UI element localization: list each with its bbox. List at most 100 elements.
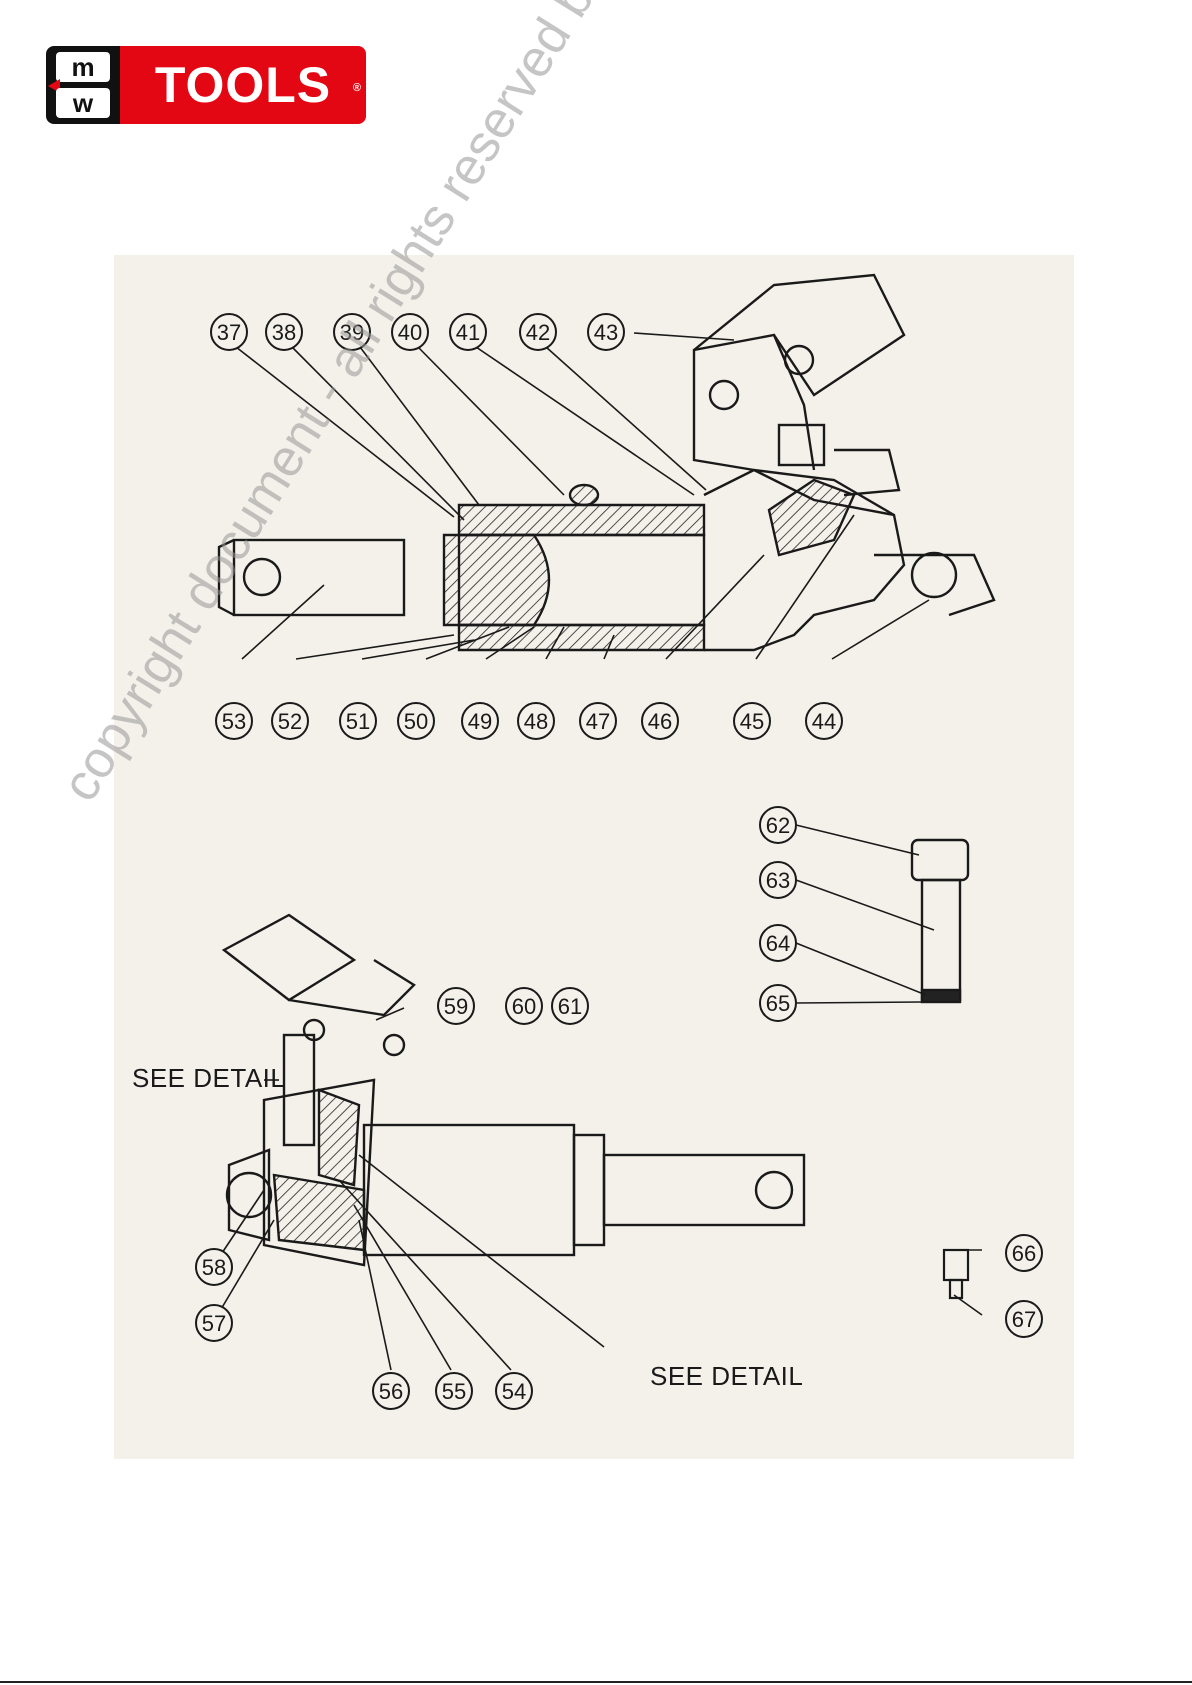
svg-text:45: 45: [740, 709, 764, 734]
callout-64: 64: [760, 925, 796, 961]
callout-43: 43: [588, 314, 624, 350]
valve-cap: [944, 1250, 968, 1280]
see-detail-right: SEE DETAIL: [650, 1361, 803, 1391]
callout-40: 40: [392, 314, 428, 350]
pin-head: [912, 840, 968, 880]
svg-text:55: 55: [442, 1379, 466, 1404]
lower-ram-eye: [756, 1172, 792, 1208]
svg-text:60: 60: [512, 994, 536, 1019]
svg-text:42: 42: [526, 320, 550, 345]
socket-pin-hole-2: [785, 346, 813, 374]
pump-plunger: [284, 1035, 314, 1145]
svg-text:61: 61: [558, 994, 582, 1019]
svg-text:64: 64: [766, 931, 790, 956]
parts-diagram-svg: 37 38 39 40 41 42 43 53 52 51 50 49 48 4…: [114, 255, 1074, 1459]
lower-cylinder-assembly: [224, 915, 804, 1265]
valve-section: [319, 1090, 359, 1185]
pin-callouts: 62 63 64 65: [760, 807, 796, 1021]
svg-text:47: 47: [586, 709, 610, 734]
logo-m: m: [56, 52, 110, 82]
pin-clip: [922, 990, 960, 1002]
valve-block: [769, 480, 854, 555]
svg-text:44: 44: [812, 709, 836, 734]
callout-67: 67: [1006, 1301, 1042, 1337]
callout-62: 62: [760, 807, 796, 843]
callout-51: 51: [340, 703, 376, 739]
logo-word-text: TOOLS: [155, 57, 331, 113]
socket-pin-hole-1: [710, 381, 738, 409]
see-detail-left: SEE DETAIL: [132, 1063, 285, 1093]
svg-text:38: 38: [272, 320, 296, 345]
callout-60: 60: [506, 988, 542, 1024]
svg-text:56: 56: [379, 1379, 403, 1404]
svg-text:66: 66: [1012, 1241, 1036, 1266]
link-pin-2: [384, 1035, 404, 1055]
svg-text:50: 50: [404, 709, 428, 734]
svg-text:59: 59: [444, 994, 468, 1019]
callout-52: 52: [272, 703, 308, 739]
svg-text:43: 43: [594, 320, 618, 345]
svg-text:67: 67: [1012, 1307, 1036, 1332]
valve-stem: [950, 1280, 962, 1298]
svg-text:51: 51: [346, 709, 370, 734]
lower-cylinder: [364, 1125, 574, 1255]
cylinder-top-wall: [459, 505, 704, 535]
callout-54: 54: [496, 1373, 532, 1409]
logo-w: w: [56, 88, 110, 118]
svg-text:39: 39: [340, 320, 364, 345]
pump-body-section: [274, 1175, 364, 1250]
brand-logo: m w TOOLS ®: [46, 46, 366, 124]
page-bottom-rule: [0, 1681, 1192, 1683]
callout-37: 37: [211, 314, 247, 350]
callout-47: 47: [580, 703, 616, 739]
pivot-lug: [874, 555, 994, 615]
callout-44: 44: [806, 703, 842, 739]
svg-text:46: 46: [648, 709, 672, 734]
cylinder-collar: [574, 1135, 604, 1245]
callout-42: 42: [520, 314, 556, 350]
svg-text:41: 41: [456, 320, 480, 345]
release-screw: [834, 450, 899, 495]
pivot-pin-part: [912, 840, 968, 1002]
svg-text:48: 48: [524, 709, 548, 734]
callout-38: 38: [266, 314, 302, 350]
callout-59: 59: [438, 988, 474, 1024]
callout-39: 39: [334, 314, 370, 350]
rod-eye-hole: [244, 559, 280, 595]
rod-eye: [219, 540, 234, 615]
svg-text:58: 58: [202, 1255, 226, 1280]
svg-text:63: 63: [766, 868, 790, 893]
svg-text:40: 40: [398, 320, 422, 345]
pin-shank: [922, 880, 960, 1000]
svg-text:54: 54: [502, 1379, 526, 1404]
handle-socket: [694, 275, 904, 395]
callout-58: 58: [196, 1249, 232, 1285]
callout-56: 56: [373, 1373, 409, 1409]
svg-text:52: 52: [278, 709, 302, 734]
callout-61: 61: [552, 988, 588, 1024]
svg-text:65: 65: [766, 991, 790, 1016]
cylinder-bottom-wall: [459, 625, 704, 650]
logo-registered: ®: [353, 49, 362, 127]
callout-55: 55: [436, 1373, 472, 1409]
callout-49: 49: [462, 703, 498, 739]
exploded-parts-drawing: 37 38 39 40 41 42 43 53 52 51 50 49 48 4…: [114, 255, 1074, 1459]
socket-block: [779, 425, 824, 465]
callout-53: 53: [216, 703, 252, 739]
callout-63: 63: [760, 862, 796, 898]
release-valve-part: [944, 1250, 968, 1298]
handle-socket-lower: [224, 915, 354, 1000]
svg-text:37: 37: [217, 320, 241, 345]
pin-leader-lines: [796, 825, 934, 1003]
svg-text:62: 62: [766, 813, 790, 838]
piston: [444, 535, 549, 625]
logo-mark: m w: [46, 46, 120, 124]
svg-text:57: 57: [202, 1311, 226, 1336]
callout-66: 66: [1006, 1235, 1042, 1271]
oil-plug: [570, 485, 598, 505]
ram-rod: [234, 540, 404, 615]
callout-50: 50: [398, 703, 434, 739]
svg-text:49: 49: [468, 709, 492, 734]
pivot-hole: [912, 553, 956, 597]
callout-48: 48: [518, 703, 554, 739]
